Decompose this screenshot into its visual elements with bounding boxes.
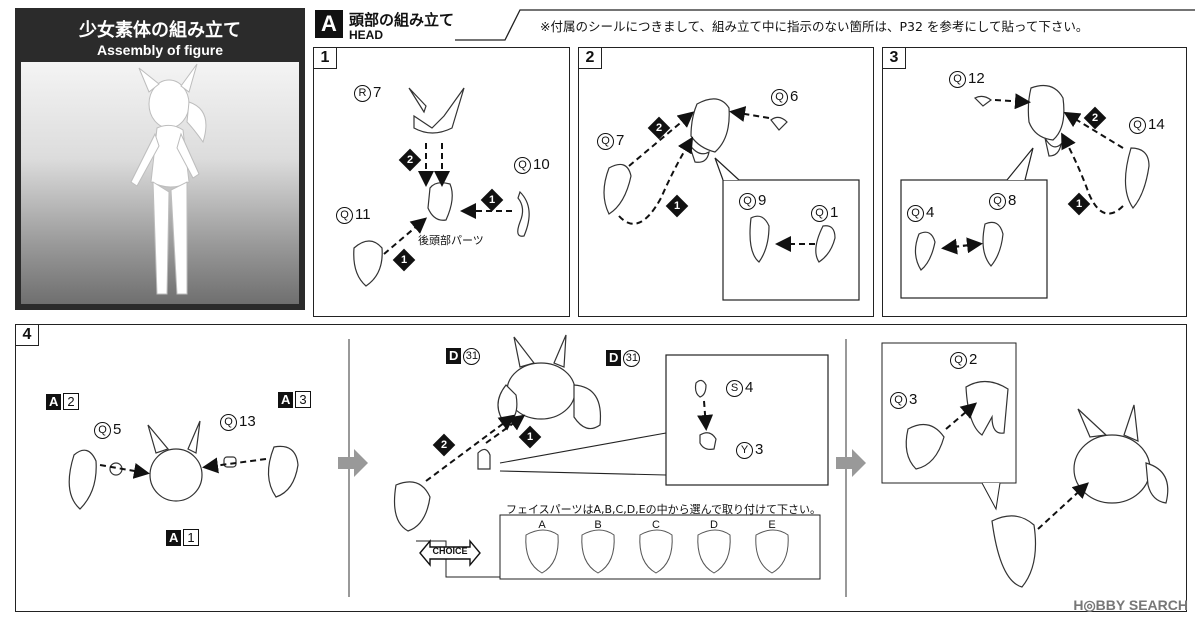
section-title-japanese: 頭部の組み立て (349, 11, 455, 29)
title-box: 少女素体の組み立て Assembly of figure (15, 8, 305, 310)
step-2-number: 2 (578, 47, 602, 69)
choice-arrow-icon (419, 539, 481, 567)
step-badge-2: 2 (398, 148, 422, 172)
step-1-diagram (353, 87, 530, 287)
face-label-e: E (768, 519, 776, 531)
step-badge-2: 2 (432, 433, 456, 457)
face-label-a: A (538, 519, 546, 531)
step-badge-1: 1 (665, 194, 689, 218)
step-3-number: 3 (882, 47, 906, 69)
step-4-diagram (68, 334, 1169, 597)
section-title-english: HEAD (349, 28, 384, 42)
figure-silhouette (130, 63, 207, 295)
figure-image (21, 62, 299, 304)
step-badge-2: 2 (1083, 106, 1107, 130)
step-1-number: 1 (313, 47, 337, 69)
step-badge-2: 2 (647, 116, 671, 140)
section-header: A 頭部の組み立て HEAD ※付属のシールにつきまして、組み立て中に指示のない… (315, 8, 1195, 42)
title-english: Assembly of figure (96, 42, 224, 58)
header-rule (455, 9, 1195, 41)
face-label-c: C (652, 519, 660, 531)
step-4-panel: 4 (15, 324, 1187, 612)
choice-label: CHOICE (432, 546, 468, 556)
step-badge-1: 1 (518, 425, 542, 449)
step-badge-1: 1 (1067, 192, 1091, 216)
step-4-number: 4 (15, 324, 39, 346)
face-parts-note: フェイスパーツはA,B,C,D,Eの中から選んで取り付けて下さい。 (506, 503, 822, 516)
choice-badge: CHOICE (419, 539, 481, 567)
face-label-d: D (710, 519, 718, 531)
face-label-b: B (594, 519, 602, 531)
step-badge-1: 1 (480, 188, 504, 212)
section-letter: A (315, 10, 343, 38)
title-japanese: 少女素体の組み立て (79, 20, 241, 41)
step-badge-1: 1 (392, 248, 416, 272)
step-3-diagram (900, 85, 1150, 299)
watermark: H◎BBY SEARCH (1073, 597, 1188, 613)
step-2-diagram (603, 98, 860, 301)
rear-head-label: 後頭部パーツ (418, 234, 484, 247)
sticker-note: ※付属のシールにつきまして、組み立て中に指示のない箇所は、P32 を参考にして貼… (540, 19, 1089, 34)
